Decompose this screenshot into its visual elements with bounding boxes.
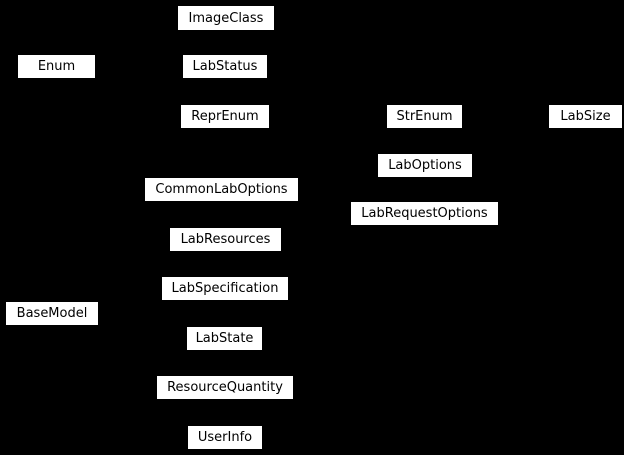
class-node-imageclass[interactable]: ImageClass bbox=[177, 5, 275, 31]
class-node-userinfo[interactable]: UserInfo bbox=[187, 425, 263, 450]
class-node-labstate[interactable]: LabState bbox=[186, 326, 263, 351]
class-node-labstatus[interactable]: LabStatus bbox=[182, 54, 268, 79]
class-node-commonlaboptions[interactable]: CommonLabOptions bbox=[144, 177, 299, 202]
class-node-labsize[interactable]: LabSize bbox=[548, 104, 623, 129]
class-node-labspecification[interactable]: LabSpecification bbox=[161, 276, 289, 301]
class-node-resourcequantity[interactable]: ResourceQuantity bbox=[156, 375, 294, 400]
class-node-enum[interactable]: Enum bbox=[17, 54, 96, 79]
class-node-labrequestoptions[interactable]: LabRequestOptions bbox=[350, 201, 499, 226]
class-node-labresources[interactable]: LabResources bbox=[169, 227, 282, 252]
class-node-laboptions[interactable]: LabOptions bbox=[377, 153, 473, 178]
class-node-reprenum[interactable]: ReprEnum bbox=[180, 104, 270, 129]
class-node-basemodel[interactable]: BaseModel bbox=[5, 301, 99, 326]
class-node-strenum[interactable]: StrEnum bbox=[386, 104, 463, 129]
